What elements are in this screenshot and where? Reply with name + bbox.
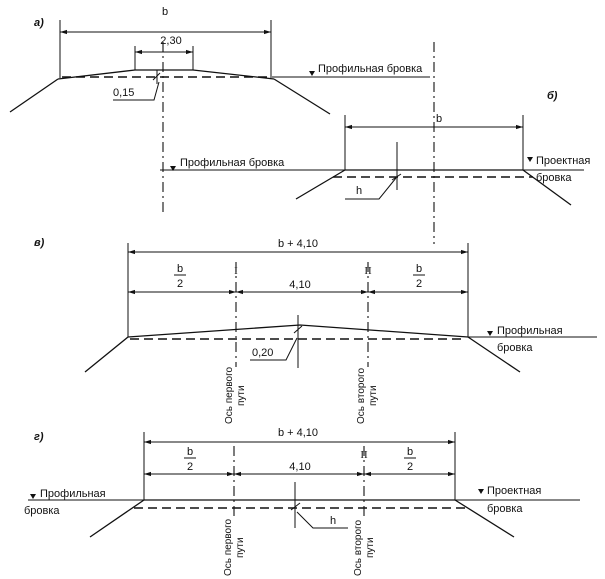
g-half-left-den: 2	[187, 461, 193, 473]
panel-g: г) b + 4,10 b 2 b 2 4,10 II Профильная б…	[24, 427, 580, 576]
a-drop-slash	[152, 72, 161, 81]
v-half-left-den: 2	[177, 278, 183, 290]
v-total-width-label: b + 4,10	[278, 238, 318, 250]
a-edge-marker-icon	[309, 71, 315, 76]
a-roadbed-crown	[57, 69, 275, 80]
v-drop-leader	[250, 337, 298, 361]
v-between-tracks-label: 4,10	[289, 279, 310, 291]
v-axis1-label-line2: пути	[236, 385, 247, 406]
g-depth-slash	[290, 502, 301, 511]
a-top-width-label: 2,30	[160, 35, 181, 47]
b-right-edge-marker-icon	[527, 157, 533, 162]
g-half-right-den: 2	[407, 461, 413, 473]
b-left-edge-label: Профильная бровка	[180, 157, 285, 169]
b-depth-leader	[345, 177, 397, 200]
g-axis2-label-line2: пути	[365, 537, 376, 558]
g-depth-label: h	[330, 515, 336, 527]
v-axis2-label-line2: пути	[368, 385, 379, 406]
panel-a-label: а)	[34, 17, 44, 29]
g-axis1-label-line2: пути	[235, 537, 246, 558]
b-right-slope	[522, 169, 572, 206]
a-edge-label: Профильная бровка	[318, 63, 423, 75]
v-roadbed-crown	[127, 324, 469, 338]
b-left-edge-marker-icon	[170, 166, 176, 171]
v-right-edge-label-2: бровка	[497, 342, 533, 354]
g-right-edge-label-2: бровка	[487, 503, 523, 515]
a-right-slope	[273, 78, 331, 115]
panel-b-label: б)	[547, 90, 558, 102]
v-half-right-num: b	[416, 263, 422, 275]
g-right-edge-marker-icon	[478, 489, 484, 494]
v-half-right-den: 2	[416, 278, 422, 290]
panel-v-label: в)	[34, 237, 45, 249]
v-drop-slash	[293, 325, 303, 334]
g-half-right-num: b	[407, 446, 413, 458]
a-width-label: b	[162, 6, 168, 18]
a-drop-label: 0,15	[113, 87, 134, 99]
g-right-slope	[454, 499, 515, 538]
g-axis1-label-line1: Ось первого	[223, 519, 234, 576]
g-axis2-label-line1: Ось второго	[353, 520, 364, 576]
b-right-edge-label-2: бровка	[536, 172, 572, 184]
v-axis2-label-line1: Ось второго	[356, 368, 367, 424]
v-half-left-num: b	[177, 263, 183, 275]
a-left-slope	[9, 78, 59, 113]
g-left-edge-label-2: бровка	[24, 505, 60, 517]
g-left-edge-marker-icon	[30, 494, 36, 499]
g-between-tracks-label: 4,10	[289, 461, 310, 473]
v-right-edge-label-1: Профильная	[497, 325, 563, 337]
a-drop-leader	[113, 81, 160, 101]
panel-a: а) b 2,30 Профильная бровка 0,15	[9, 6, 430, 212]
v-left-slope	[84, 336, 129, 373]
g-left-edge-label-1: Профильная	[40, 488, 106, 500]
v-right-edge-marker-icon	[487, 331, 493, 336]
panel-g-label: г)	[34, 431, 44, 443]
v-drop-label: 0,20	[252, 347, 273, 359]
panel-b: б) b Профильная бровка Проектная бровка …	[160, 42, 590, 244]
b-right-edge-label-1: Проектная	[536, 155, 590, 167]
v-axis1-label-line1: Ось первого	[224, 367, 235, 424]
panel-v: в) b + 4,10 b 2 b 2 4,10 I II Профильная…	[34, 237, 597, 424]
b-depth-label: h	[356, 185, 362, 197]
b-width-label: b	[436, 113, 442, 125]
b-depth-slash	[391, 173, 402, 181]
b-left-slope	[295, 169, 346, 200]
g-total-width-label: b + 4,10	[278, 427, 318, 439]
g-depth-leader	[296, 511, 348, 529]
v-right-slope	[467, 336, 521, 373]
g-right-edge-label-1: Проектная	[487, 485, 541, 497]
g-half-left-num: b	[187, 446, 193, 458]
g-left-slope	[89, 499, 145, 538]
